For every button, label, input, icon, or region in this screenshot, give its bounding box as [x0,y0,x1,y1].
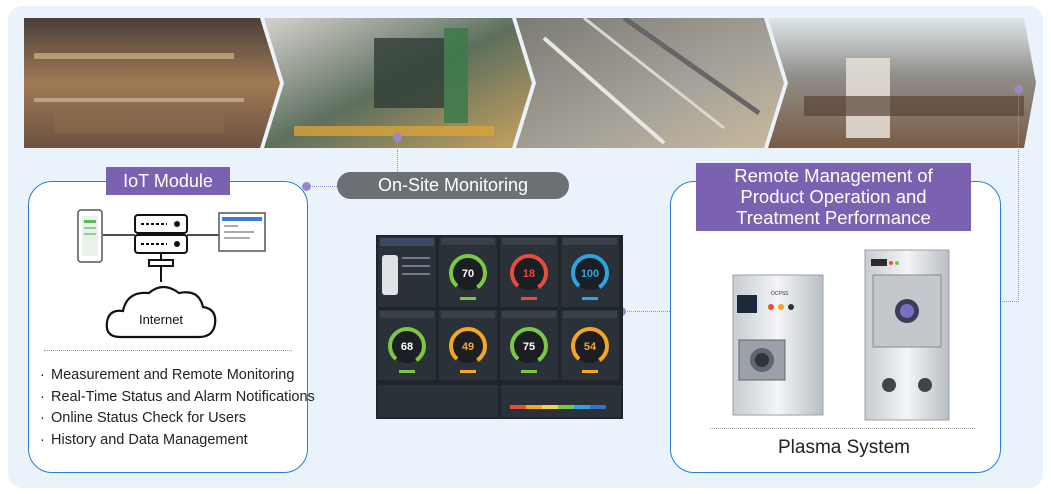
gauge-value: 68 [401,341,413,353]
list-item: ·History and Data Management [40,431,248,448]
list-item: ·Measurement and Remote Monitoring [40,367,295,383]
connector-banner-end-vertical [1018,90,1019,302]
gauge-ring [510,254,548,292]
onsite-monitoring-title: On-Site Monitoring [337,172,569,199]
gauge-tile: 68 [378,310,436,380]
server-icon [103,214,219,282]
internet-label: Internet [138,312,184,327]
gauge-value: 75 [523,341,535,353]
iot-feature-list: ·Measurement and Remote Monitoring ·Real… [40,365,340,451]
device-brand-label: OCPSS [771,291,789,297]
gauge-value: 54 [584,341,597,353]
gauge-value: 70 [462,268,474,280]
gauge-tile: 54 [561,310,619,380]
connector-iot-to-onsite [306,186,337,187]
photo-industrial-machinery [264,18,532,148]
photo-compost-facility [768,18,1036,148]
list-item: ·Real-Time Status and Alarm Notification… [40,388,315,405]
gauge-ring [510,327,548,365]
gauge-value: 49 [462,341,474,353]
photo-treatment-tank [516,18,784,148]
phone-icon [77,209,103,263]
gauge-ring [571,254,609,292]
gauge-ring [448,327,487,365]
monitoring-dashboard: 70 18 100 68 49 75 54 [376,235,623,419]
plasma-devices: OCPSS [732,249,950,421]
gauge-tile: 49 [439,310,497,380]
connector-node [1014,85,1023,94]
remote-management-title: Remote Management of Product Operation a… [696,163,971,231]
connector-node [393,133,402,142]
monitor-icon [218,212,266,252]
gauge-value: 18 [523,268,535,280]
cloud-icon [105,285,217,339]
remote-divider [710,428,975,429]
gauge-ring [448,254,487,292]
network-illustration [77,209,266,339]
gauge-value: 100 [581,268,599,280]
gauge-tile: 75 [500,310,558,380]
dashboard-device-panel [378,237,436,307]
gauge-tile: 18 [500,237,558,307]
gauge-ring [571,327,609,365]
plasma-device-large [864,249,950,421]
dashboard-gauge-tiles: 70 18 100 68 49 75 54 [378,237,619,380]
gauge-ring [388,327,426,365]
gauge-tile: 70 [439,237,497,307]
gauge-tile: 100 [561,237,619,307]
plasma-device-small: OCPSS [732,274,824,416]
plasma-system-label: Plasma System [778,437,910,458]
list-item: ·Online Status Check for Users [40,410,247,426]
connector-banner-to-onsite [397,142,398,172]
iot-divider [44,350,292,351]
photo-livestock-barn [24,18,280,148]
iot-module-title: IoT Module [106,167,230,195]
process-photo-banner [24,18,1036,148]
dashboard-bottom-bar [378,385,621,417]
connector-dashboard-to-remote [622,311,702,312]
connector-node [302,182,311,191]
